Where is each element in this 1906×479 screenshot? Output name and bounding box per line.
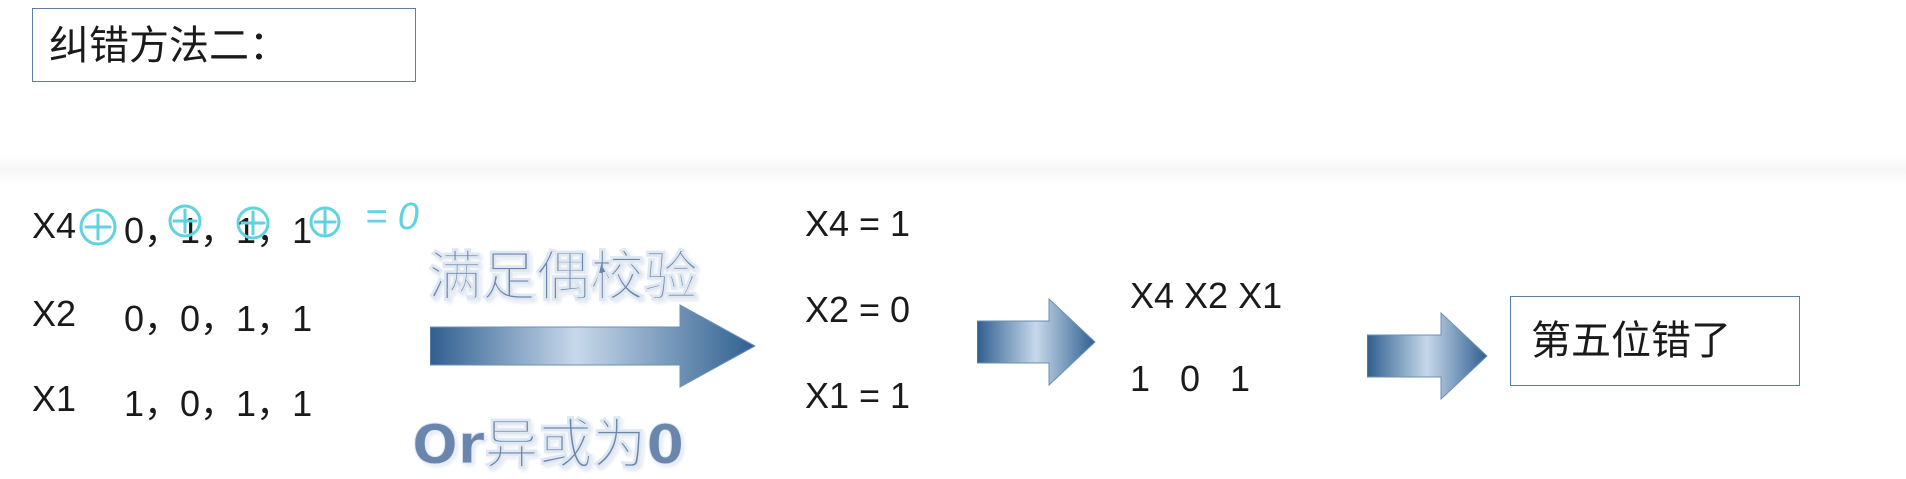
- row-label-x1: X1: [32, 378, 77, 419]
- row-label-x4: X4: [32, 205, 77, 246]
- title-box: 纠错方法二：: [32, 8, 416, 82]
- xor-icon: [168, 204, 202, 238]
- big-arrow-icon: [430, 304, 757, 388]
- row-label-x2: X2: [32, 293, 77, 334]
- combined-bits: 1 0 1: [1130, 358, 1251, 399]
- arrow-icon: [1367, 311, 1488, 400]
- xor-icon: [79, 208, 117, 246]
- conclusion-text: 第五位错了: [1531, 318, 1731, 364]
- xor-icon: [309, 206, 341, 238]
- row-values-x1: 1，0，1，1: [124, 383, 313, 424]
- result-x1: X1 = 1: [805, 375, 911, 416]
- handwritten-result: = 0: [365, 196, 419, 238]
- row-values-x2: 0，0，1，1: [124, 298, 313, 339]
- conclusion-box: 第五位错了: [1510, 296, 1800, 386]
- annotation-even-parity: 满足偶校验: [428, 245, 699, 309]
- annotation-xor-zero: Or异或为0: [411, 413, 685, 477]
- title-text: 纠错方法二：: [49, 23, 289, 69]
- background-band: [0, 155, 1906, 185]
- combined-header: X4 X2 X1: [1130, 275, 1283, 316]
- arrow-icon: [977, 297, 1096, 386]
- handwritten-xor-marks: [79, 204, 341, 246]
- result-x2: X2 = 0: [805, 289, 911, 330]
- row-values-x4: 0，1，1，1: [124, 210, 313, 251]
- result-x4: X4 = 1: [805, 203, 911, 244]
- xor-icon: [236, 206, 270, 240]
